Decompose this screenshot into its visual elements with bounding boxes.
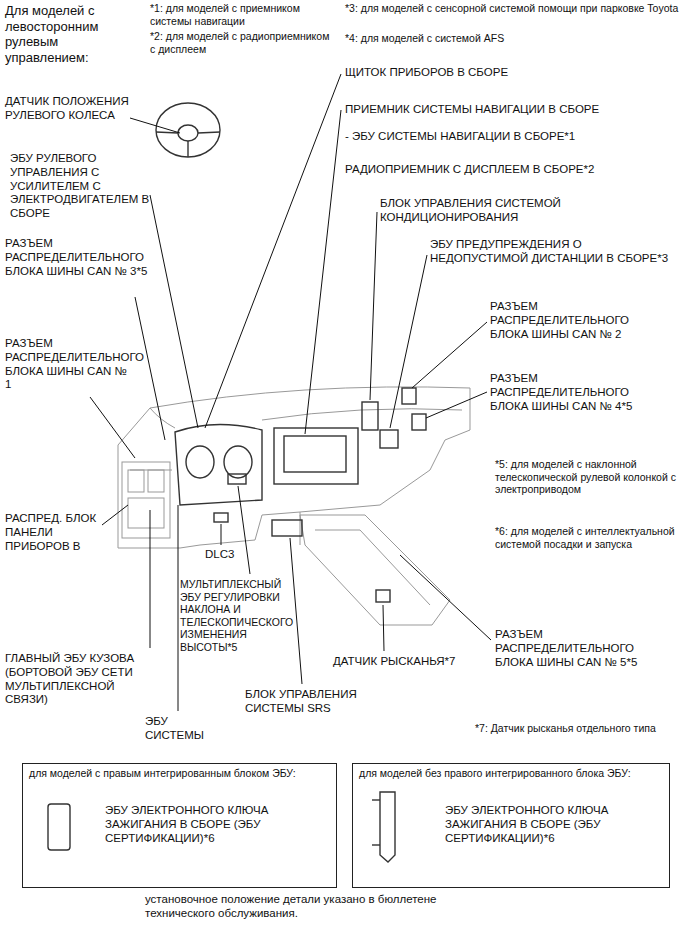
part-label: ГЛАВНЫЙ ЭБУ КУЗОВА (БОРТОВОЙ ЭБУ СЕТИ МУ… [5, 652, 150, 707]
part-label: ДАТЧИК РЫСКАНЬЯ*7 [333, 655, 493, 669]
part-label: РАЗЪЕМ РАСПРЕДЕЛИТЕЛЬНОГО БЛОКА ШИНЫ CAN… [5, 337, 127, 392]
part-label: ЩИТОК ПРИБОРОВ В СБОРЕ [345, 66, 665, 80]
box-heading: для моделей без правого интегрированного… [359, 767, 659, 780]
part-label: БЛОК УПРАВЛЕНИЯ СИСТЕМЫ SRS [245, 688, 395, 716]
part-label: ЭБУ СИСТЕМЫ [145, 715, 215, 743]
leader-line [135, 297, 165, 440]
footnote: *5: для моделей с наклонной телескопичес… [495, 458, 685, 496]
part-label: ЭБУ ЭЛЕКТРОННОГО КЛЮЧА ЗАЖИГАНИЯ В СБОРЕ… [445, 804, 660, 845]
leader-line [205, 74, 341, 428]
part-label: РАЗЪЕМ РАСПРЕДЕЛИТЕЛЬНОГО БЛОКА ШИНЫ CAN… [5, 237, 155, 278]
leader-line [178, 505, 179, 711]
heading-note: Для моделей с левосторонним рулевым упра… [5, 3, 145, 65]
footnote: *4: для моделей с системой AFS [345, 32, 645, 45]
part-label: РАЗЪЕМ РАСПРЕДЕЛИТЕЛЬНОГО БЛОКА ШИНЫ CAN… [495, 628, 675, 669]
part-label: БЛОК УПРАВЛЕНИЯ СИСТЕМОЙ КОНДИЦИОНИРОВАН… [380, 197, 620, 225]
leader-line [90, 397, 135, 458]
footnote: *1: для моделей с приемником системы нав… [150, 2, 335, 27]
part-label: МУЛЬТИПЛЕКСНЫЙ ЭБУ РЕГУЛИРОВКИ НАКЛОНА И… [180, 578, 298, 654]
variant-box: для моделей без правого интегрированного… [352, 763, 670, 888]
leader-line [221, 524, 222, 545]
part-label: РАЗЪЕМ РАСПРЕДЕЛИТЕЛЬНОГО БЛОКА ШИНЫ CAN… [490, 300, 670, 341]
leader-line [305, 110, 341, 434]
leader-line [412, 322, 487, 388]
part-label: ЭБУ РУЛЕВОГО УПРАВЛЕНИЯ С УСИЛИТЕЛЕМ С Э… [10, 152, 150, 221]
leader-line [426, 392, 487, 418]
part-label: РАДИОПРИЕМНИК С ДИСПЛЕЕМ В СБОРЕ*2 [345, 163, 675, 177]
variant-box: для моделей с правым интегрированным бло… [22, 763, 337, 888]
service-note: установочное положение детали указано в … [145, 893, 465, 921]
part-label: DLC3 [205, 548, 245, 562]
leader-line [150, 510, 151, 648]
leader-line [290, 538, 302, 684]
leader-line [102, 505, 128, 525]
part-label: ЭБУ ЭЛЕКТРОННОГО КЛЮЧА ЗАЖИГАНИЯ В СБОРЕ… [105, 804, 320, 845]
part-label: ЭБУ ПРЕДУПРЕЖДЕНИЯ О НЕДОПУСТИМОЙ ДИСТАН… [430, 238, 670, 266]
part-label: ДАТЧИК ПОЛОЖЕНИЯ РУЛЕВОГО КОЛЕСА [5, 95, 155, 123]
leader-line [370, 212, 377, 400]
leader-line [390, 255, 427, 428]
part-label: РАЗЪЕМ РАСПРЕДЕЛИТЕЛЬНОГО БЛОКА ШИНЫ CAN… [490, 372, 670, 413]
footnote: *6: для моделей с интеллектуальной систе… [495, 525, 685, 550]
leader-line [238, 486, 250, 574]
part-label: РАСПРЕД. БЛОК ПАНЕЛИ ПРИБОРОВ В [5, 512, 100, 553]
part-label: - ЭБУ СИСТЕМЫ НАВИГАЦИИ В СБОРЕ*1 [345, 130, 675, 144]
leader-line [130, 118, 180, 133]
footnote: *7: Датчик рысканья отдельного типа [475, 722, 685, 735]
part-label: ПРИЕМНИК СИСТЕМЫ НАВИГАЦИИ В СБОРЕ [345, 103, 675, 117]
leader-line [400, 555, 491, 640]
footnote: *2: для моделей с радиоприемником с дисп… [150, 30, 335, 55]
leader-line [383, 605, 384, 651]
box-heading: для моделей с правым интегрированным бло… [29, 767, 329, 780]
footnote: *3: для моделей с сенсорной системой пом… [345, 2, 685, 15]
leader-line [150, 195, 198, 428]
